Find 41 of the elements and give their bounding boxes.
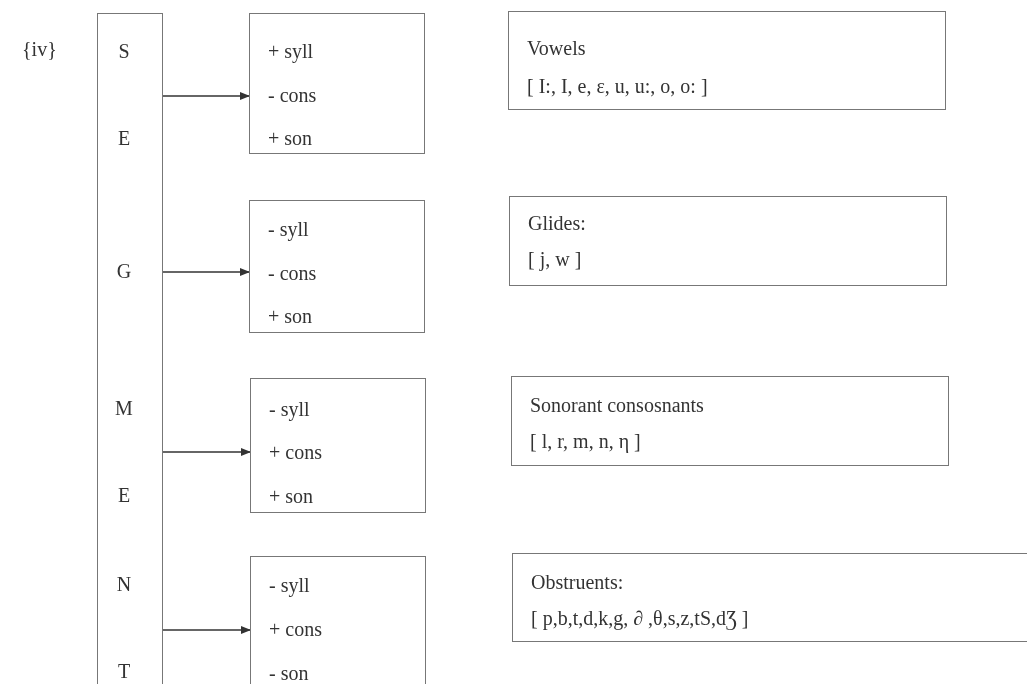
feature-value: - syll [269,397,310,421]
feature-box [250,378,426,513]
class-name: Obstruents: [531,570,624,594]
arrow [162,447,252,457]
class-name: Glides: [528,211,586,235]
class-box [512,553,1027,642]
phoneme-list: [ p,b,t,d,k,g, ∂ ,θ,s,z,tS,dƷ ] [531,606,749,630]
class-box [508,11,946,110]
segment-letter: E [117,126,131,150]
feature-value: + syll [268,39,314,63]
feature-value: + son [269,484,314,508]
feature-box [249,13,425,154]
feature-value: + son [268,126,313,150]
phoneme-list: [ l, r, m, n, η ] [530,429,641,453]
feature-value: + cons [269,617,322,641]
arrow [162,267,251,277]
feature-value: + cons [269,440,322,464]
phoneme-list: [ I:, I, e, ε, u, u:, o, o: ] [527,74,708,98]
feature-box [250,556,426,684]
feature-value: - cons [268,261,317,285]
arrow [162,91,251,101]
segment-letter: G [116,259,132,283]
segment-column [97,13,163,684]
segment-letter: T [117,659,131,683]
segment-letter: S [118,39,130,63]
feature-value: - syll [268,217,309,241]
class-box [511,376,949,466]
segment-letter: E [117,483,131,507]
example-number: {iv} [22,38,57,61]
feature-value: + son [268,304,313,328]
phoneme-list: [ j, w ] [528,247,582,271]
feature-value: - cons [268,83,317,107]
class-name: Vowels [527,36,586,60]
segment-letter: M [115,396,133,420]
class-box [509,196,947,286]
class-name: Sonorant consosnants [530,393,704,417]
segment-letter: N [116,572,132,596]
feature-value: - syll [269,573,310,597]
feature-box [249,200,425,333]
feature-value: - son [269,661,309,684]
arrow [162,625,252,635]
